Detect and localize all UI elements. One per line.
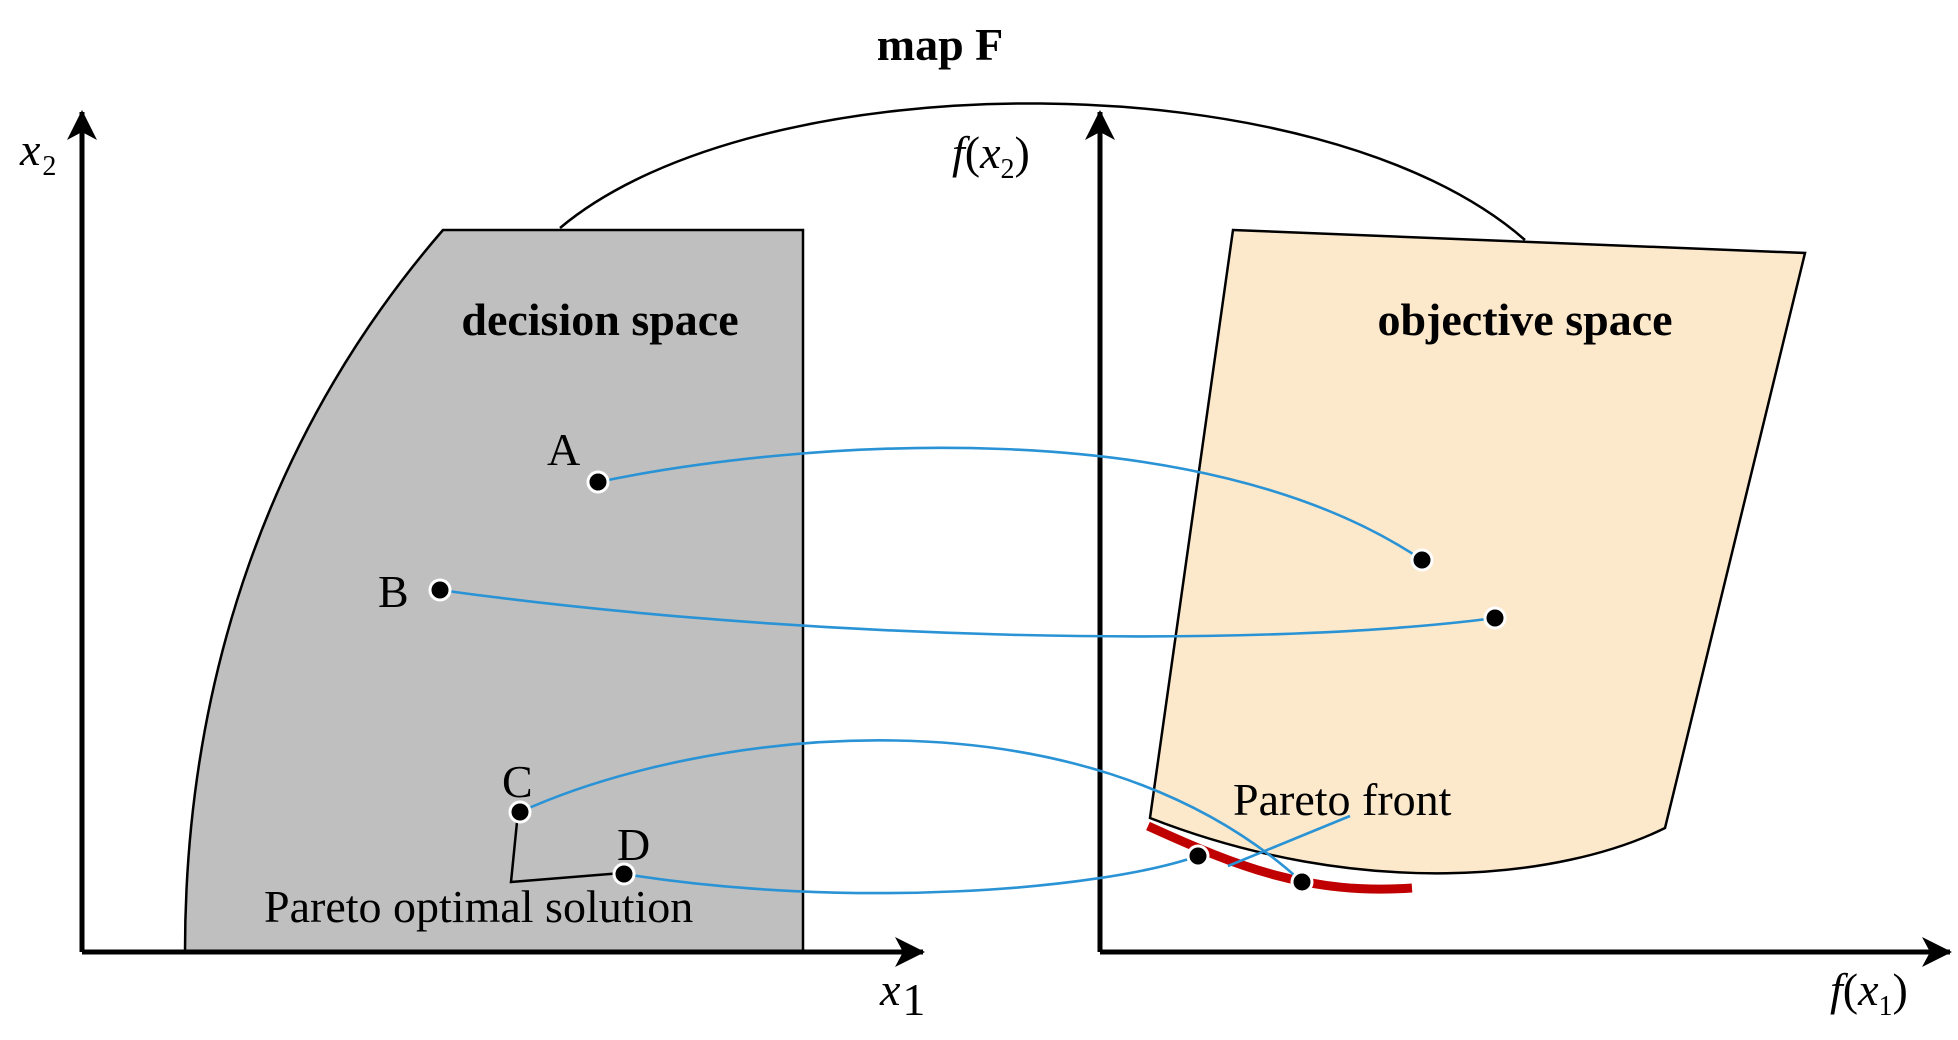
point-a-label: A: [547, 424, 580, 475]
point-b-decision: [428, 578, 452, 602]
link-a: [597, 446, 1423, 562]
pareto-front-label: Pareto front: [1233, 774, 1452, 825]
point-a-objective: [1410, 548, 1434, 572]
point-b-objective: [1483, 606, 1507, 630]
map-label: map F: [877, 19, 1004, 70]
decision-x-axis-label: x1: [879, 964, 925, 1025]
objective-space-title: objective space: [1377, 294, 1672, 345]
point-d-decision: [612, 862, 636, 886]
pareto-front-curve: [1146, 821, 1413, 894]
objective-x-axis-label: f(x1): [1830, 964, 1908, 1022]
point-c-label: C: [502, 756, 533, 807]
point-d-objective: [1186, 844, 1210, 868]
point-d-label: D: [617, 819, 650, 870]
point-b-label: B: [378, 566, 409, 617]
pareto-optimal-label: Pareto optimal solution: [264, 881, 693, 932]
pareto-front-leader: [1227, 814, 1351, 868]
decision-y-axis-label: x2: [19, 124, 56, 182]
point-a-decision: [586, 470, 610, 494]
point-c-decision: [508, 800, 532, 824]
objective-y-axis-label: f(x2): [952, 127, 1030, 185]
map-arc: [559, 102, 1526, 241]
objective-region: [1148, 228, 1807, 875]
pareto-optimal-bracket: [509, 811, 623, 884]
decision-region: [183, 228, 805, 954]
link-c: [519, 739, 1303, 883]
decision-space-title: decision space: [461, 294, 738, 345]
link-d: [623, 854, 1199, 895]
point-c-objective: [1290, 870, 1314, 894]
link-b: [439, 588, 1496, 638]
